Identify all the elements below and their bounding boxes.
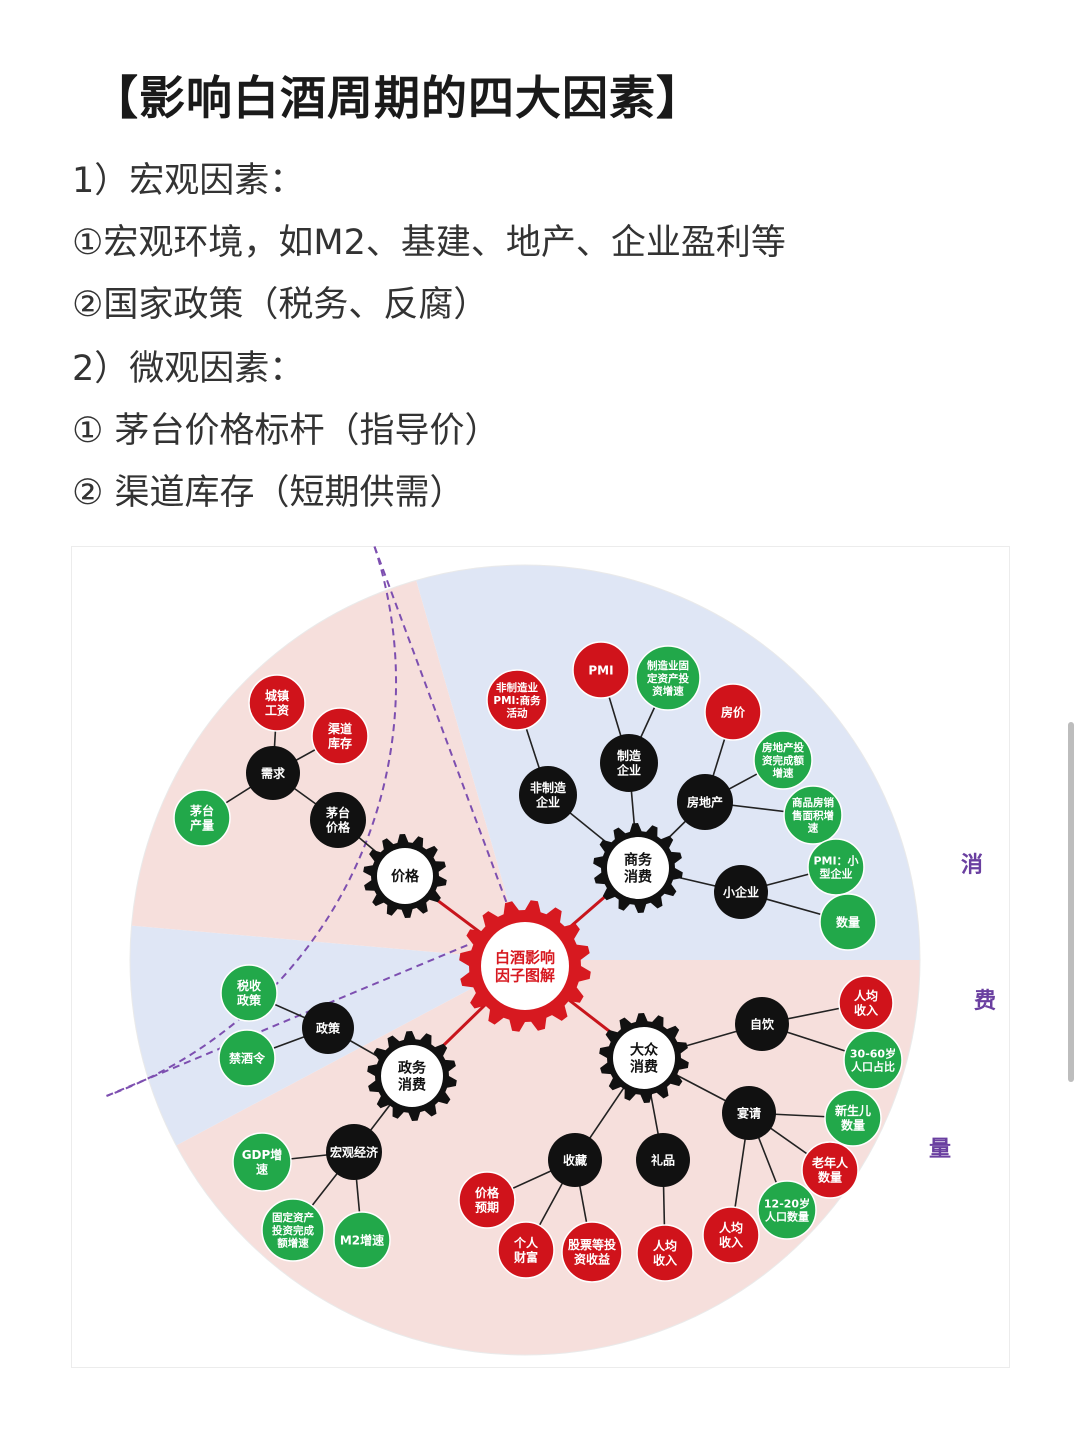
macro-node-label: 宏观经济 <box>330 1144 379 1159</box>
business-gear-label: 商务消费 <box>624 852 653 886</box>
alcohol-ban-node-label: 禁酒令 <box>229 1050 266 1065</box>
mfg-fai-node-label: 制造业固定资产投资增速 <box>646 659 689 697</box>
maotai-price-node-label: 茅台价格 <box>326 805 351 834</box>
channel-inventory-node-label: 渠道库存 <box>328 721 352 750</box>
side-label-char: 消 <box>961 853 983 878</box>
policy-node-label: 政策 <box>316 1020 341 1035</box>
banquet-node-label: 宴请 <box>737 1105 761 1120</box>
income-per-capita-c-node-label: 人均收入 <box>653 1238 677 1267</box>
price-expectation-node-label: 价格预期 <box>475 1185 500 1214</box>
age-12-20-node-label: 12-20岁人口数量 <box>764 1196 810 1223</box>
pmi-small-node-label: PMI：小型企业 <box>813 853 858 880</box>
tax-policy-node-label: 税收政策 <box>237 978 262 1007</box>
scrollbar[interactable] <box>1068 722 1074 1082</box>
personal-wealth-node-label: 个人财富 <box>513 1235 539 1264</box>
income-per-capita-a-node-label: 人均收入 <box>854 988 878 1017</box>
income-per-capita-b-node-label: 人均收入 <box>719 1220 743 1249</box>
real-estate-node-label: 房地产 <box>687 794 723 809</box>
demand-node-label: 需求 <box>261 765 286 780</box>
government-gear-label: 政务消费 <box>398 1060 427 1094</box>
mfg-company-node-label: 制造企业 <box>616 748 642 777</box>
stock-returns-node-label: 股票等投资收益 <box>568 1237 616 1266</box>
gift-node-label: 礼品 <box>651 1152 675 1167</box>
mass-gear-label: 大众消费 <box>630 1042 658 1076</box>
self-drink-node-label: 自饮 <box>750 1016 775 1031</box>
quantity-node-label: 数量 <box>836 914 860 929</box>
house-price-node-label: 房价 <box>721 704 746 719</box>
small-business-node-label: 小企业 <box>723 884 759 899</box>
urban-wage-node-label: 城镇工资 <box>265 688 289 717</box>
side-label-char: 费 <box>974 989 996 1014</box>
fai-node-label: 固定资产投资完成额增速 <box>272 1211 314 1249</box>
center-label: 白酒影响因子图解 <box>495 948 555 984</box>
age-30-60-node-label: 30-60岁人口占比 <box>850 1046 896 1073</box>
m2-node-label: M2增速 <box>340 1232 384 1247</box>
pmi-node-label: PMI <box>588 663 613 677</box>
maotai-output-node-label: 茅台产量 <box>190 803 214 832</box>
price-gear-label: 价格 <box>391 868 420 885</box>
collection-node-label: 收藏 <box>563 1152 587 1167</box>
side-label-char: 量 <box>929 1137 951 1162</box>
